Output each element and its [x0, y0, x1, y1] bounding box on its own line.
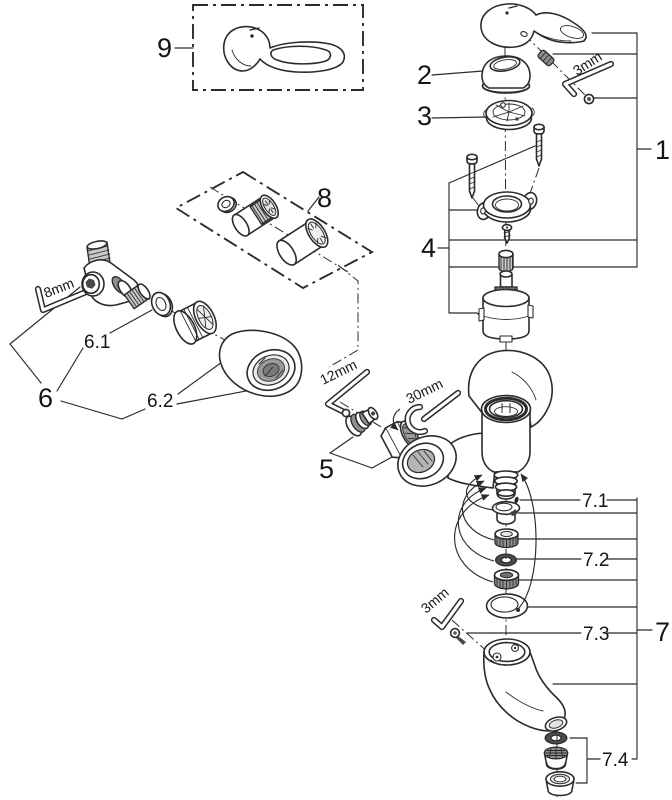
spare-lever-handle [222, 25, 346, 73]
aerator-shell [545, 770, 575, 797]
install-arrows [454, 473, 537, 610]
ball-end [341, 408, 351, 418]
spout-screw [449, 627, 466, 645]
callout-9: 9 [157, 33, 172, 63]
wall-flange [173, 300, 217, 345]
outlet-ring-lower [493, 568, 520, 590]
callout-7: 7 [655, 617, 670, 647]
stub-pin [514, 496, 519, 504]
outlet-parts [485, 496, 529, 619]
outlet-stub [493, 470, 519, 500]
sleeve-kit-parts [217, 194, 329, 266]
handle-screw-hole [520, 31, 528, 37]
bracket-5 [328, 436, 393, 469]
hex-key-3mm-top [561, 60, 615, 98]
cartridge-ring-nut [483, 99, 535, 131]
callout-3: 3 [417, 101, 432, 131]
handle-set-screw [583, 93, 595, 105]
leader-8 [307, 196, 320, 212]
cartridge-flange [476, 191, 538, 223]
callout-7-3: 7.3 [583, 624, 609, 645]
cartridge [478, 270, 534, 343]
wrench-30mm [390, 389, 462, 436]
handle-grub-screw [537, 49, 555, 67]
tool-label-3mm-bottom: 3mm [418, 584, 452, 616]
sleeve-kit-box [174, 170, 374, 290]
bracket-7-4 [569, 737, 601, 784]
callout-6-1: 6.1 [84, 332, 110, 353]
part-7-2-oring [495, 553, 518, 567]
cartridge-adapter [498, 249, 514, 273]
callout-7-1: 7.1 [582, 491, 608, 512]
s-union [81, 240, 151, 310]
turn-arrow [390, 408, 401, 431]
hex-key-12mm [324, 368, 371, 418]
bushing-notch [510, 509, 518, 516]
callout-7-2: 7.2 [583, 550, 609, 571]
mounting-ring [485, 593, 529, 619]
leader-2 [431, 70, 484, 76]
hex-key-8mm [34, 285, 90, 314]
callout-8: 8 [317, 183, 332, 213]
bracket-7 [466, 497, 653, 760]
tool-label-30mm: 30mm [403, 375, 445, 406]
check-valve [345, 406, 379, 437]
flange-screw [501, 223, 513, 244]
fixing-screw-right [533, 123, 545, 167]
callout-5: 5 [319, 454, 334, 484]
hex-socket [85, 278, 96, 289]
cast-spout [482, 638, 568, 732]
callout-6-2: 6.2 [147, 391, 173, 412]
hex-key-3mm-bottom [430, 597, 465, 631]
union-washer [150, 291, 174, 318]
mixer-body [397, 349, 553, 500]
callout-6: 6 [38, 383, 53, 413]
callout-4: 4 [421, 233, 436, 263]
handle-dot [250, 34, 254, 38]
outlet-ring-upper [494, 528, 519, 549]
aerator-insert [543, 746, 569, 770]
aerator-oring [544, 731, 568, 745]
callout-2: 2 [417, 60, 432, 90]
lever-handle [480, 3, 587, 49]
part-7-1-bushing [491, 500, 521, 525]
leader-3 [431, 116, 487, 119]
handle-cap [481, 55, 531, 94]
escutcheon [218, 329, 303, 397]
callout-7-4: 7.4 [602, 750, 629, 771]
callout-1: 1 [655, 135, 670, 165]
bracket-1 [448, 32, 652, 268]
spare-handle-box [192, 4, 364, 91]
fixing-screw-left [466, 153, 478, 199]
